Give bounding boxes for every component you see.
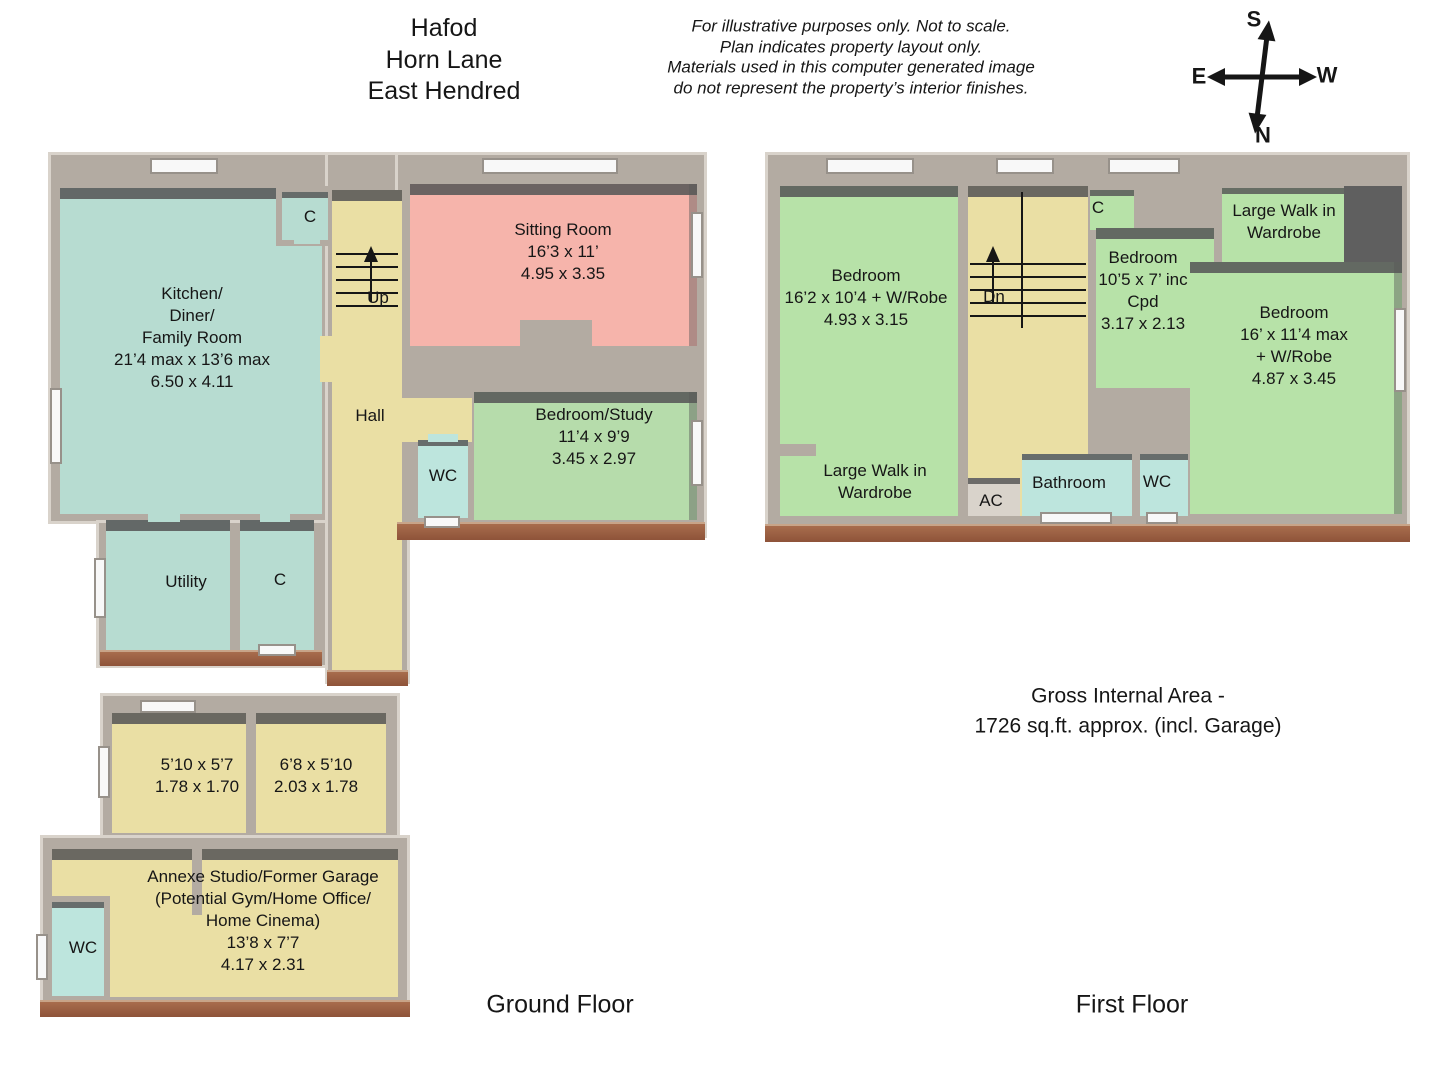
closet-area	[1090, 190, 1134, 230]
window	[98, 746, 110, 798]
annexe-room-2-label: 6’8 x 5’10 2.03 x 1.78	[273, 754, 359, 796]
wall-block	[1344, 186, 1402, 264]
closet-top-area	[282, 192, 328, 240]
bedroom-study-area	[474, 392, 697, 520]
airing-cupboard-label: AC	[979, 490, 1003, 510]
bedroom-middle-label: Bedroom 10’5 x 7’ inc Cpd 3.17 x 2.13	[1098, 247, 1188, 334]
stairs-down	[970, 252, 1086, 324]
bathroom-label: Bathroom	[1032, 472, 1106, 492]
wc-label: WC	[428, 465, 458, 485]
stairs-up	[336, 242, 398, 312]
brick-wall	[327, 670, 408, 686]
stairs-up-label: Up	[367, 287, 389, 307]
door-opening	[320, 336, 334, 382]
window	[826, 158, 914, 174]
window	[36, 934, 48, 980]
window	[1108, 158, 1180, 174]
kitchen-label: Kitchen/ Diner/ Family Room 21’4 max x 1…	[114, 283, 270, 392]
annexe-room-1-label: 5’10 x 5’7 1.78 x 1.70	[154, 754, 240, 796]
brick-wall	[765, 524, 1410, 542]
door-opening	[428, 434, 458, 442]
window	[424, 516, 460, 528]
door-opening	[148, 514, 180, 522]
stairs-down-label: Dn	[983, 286, 1005, 306]
window	[482, 158, 618, 174]
window	[691, 212, 703, 278]
window	[1394, 308, 1406, 392]
chimney-breast	[520, 320, 592, 346]
sitting-room-area	[410, 184, 697, 346]
annexe-room-2-area	[256, 713, 386, 833]
window	[140, 700, 196, 713]
brick-wall	[40, 1000, 410, 1017]
compass-label-e: E	[1191, 63, 1207, 89]
utility-label: Utility	[165, 571, 207, 591]
bedroom-study-label: Bedroom/Study 11’4 x 9’9 3.45 x 2.97	[535, 404, 653, 469]
compass-label-s: S	[1246, 6, 1262, 32]
annexe-room-1-area	[112, 713, 246, 833]
compass-label-n: N	[1255, 122, 1271, 148]
ground-floor-title: Ground Floor	[486, 990, 634, 1019]
window	[150, 158, 218, 174]
property-address: Hafod Horn Lane East Hendred	[367, 13, 521, 105]
bedroom-left-label: Bedroom 16’2 x 10’4 + W/Robe 4.93 x 3.15	[784, 265, 948, 330]
window	[50, 388, 62, 464]
window	[1146, 512, 1178, 524]
hall-label: Hall	[355, 405, 385, 425]
wardrobe-top-label: Large Walk in Wardrobe	[1232, 200, 1336, 242]
wc-label: WC	[1142, 471, 1172, 491]
annexe-studio-label: Annexe Studio/Former Garage (Potential G…	[147, 866, 379, 975]
disclaimer-text: For illustrative purposes only. Not to s…	[667, 16, 1035, 98]
brick-wall	[397, 522, 705, 540]
airing-cupboard-area	[968, 478, 1020, 516]
closet-bottom-label: C	[273, 569, 287, 589]
wall-stub	[780, 444, 816, 456]
wardrobe-top-area	[1222, 188, 1344, 262]
bedroom-right-area	[1190, 262, 1402, 514]
utility-room-area	[106, 520, 230, 652]
window	[691, 420, 703, 486]
closet-bottom-area	[240, 520, 314, 650]
wardrobe-bottom-label: Large Walk in Wardrobe	[823, 460, 927, 502]
bedroom-left-area	[780, 186, 958, 516]
compass-label-w: W	[1316, 62, 1338, 88]
compass-rose-icon	[1207, 20, 1317, 134]
annexe-wc-label: WC	[68, 937, 98, 957]
gross-area-note: Gross Internal Area - 1726 sq.ft. approx…	[974, 684, 1282, 738]
window	[1040, 512, 1112, 524]
wall-stub	[192, 849, 202, 915]
sitting-room-label: Sitting Room 16’3 x 11’ 4.95 x 3.35	[514, 219, 612, 284]
door-opening	[260, 514, 290, 522]
first-floor-title: First Floor	[1075, 990, 1189, 1019]
window	[258, 644, 296, 656]
closet-top-label: C	[303, 206, 317, 226]
bedroom-right-label: Bedroom 16’ x 11’4 max + W/Robe 4.87 x 3…	[1240, 302, 1348, 389]
window	[94, 558, 106, 618]
window	[996, 158, 1054, 174]
stairs-up-arrow-icon	[364, 246, 378, 302]
door-opening	[294, 236, 320, 244]
stairs-down-arrow-icon	[986, 246, 1000, 302]
stairs-divider	[1021, 192, 1023, 328]
annexe-wc-area	[52, 902, 104, 996]
bathroom-area	[1022, 454, 1132, 516]
wc-area	[418, 440, 468, 518]
closet-label: C	[1091, 197, 1105, 217]
wc-area	[1140, 454, 1188, 516]
